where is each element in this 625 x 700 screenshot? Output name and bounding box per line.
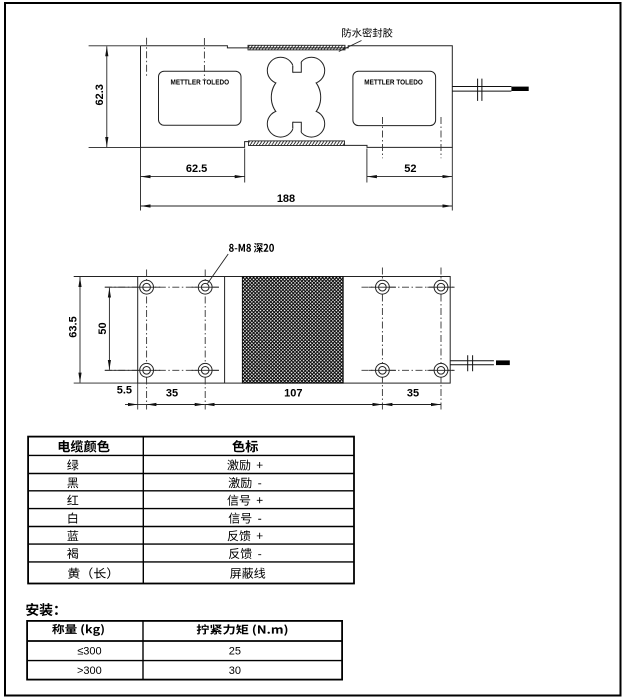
svg-text:30: 30 xyxy=(229,665,241,677)
svg-text:188: 188 xyxy=(277,193,295,205)
svg-text:62.3: 62.3 xyxy=(94,84,106,105)
svg-text:≤300: ≤300 xyxy=(77,646,101,658)
svg-text:5.5: 5.5 xyxy=(117,385,132,397)
svg-text:35: 35 xyxy=(166,388,178,400)
svg-text:METTLER TOLEDO: METTLER TOLEDO xyxy=(364,80,423,87)
svg-text:50: 50 xyxy=(97,322,109,334)
svg-text:METTLER TOLEDO: METTLER TOLEDO xyxy=(171,80,230,87)
svg-text:63.5: 63.5 xyxy=(68,316,80,337)
svg-text:25: 25 xyxy=(229,646,241,658)
svg-text:35: 35 xyxy=(407,388,419,400)
svg-text:107: 107 xyxy=(284,388,302,400)
svg-text:>300: >300 xyxy=(77,665,102,677)
svg-text:62.5: 62.5 xyxy=(186,163,207,175)
svg-text:52: 52 xyxy=(404,163,416,175)
